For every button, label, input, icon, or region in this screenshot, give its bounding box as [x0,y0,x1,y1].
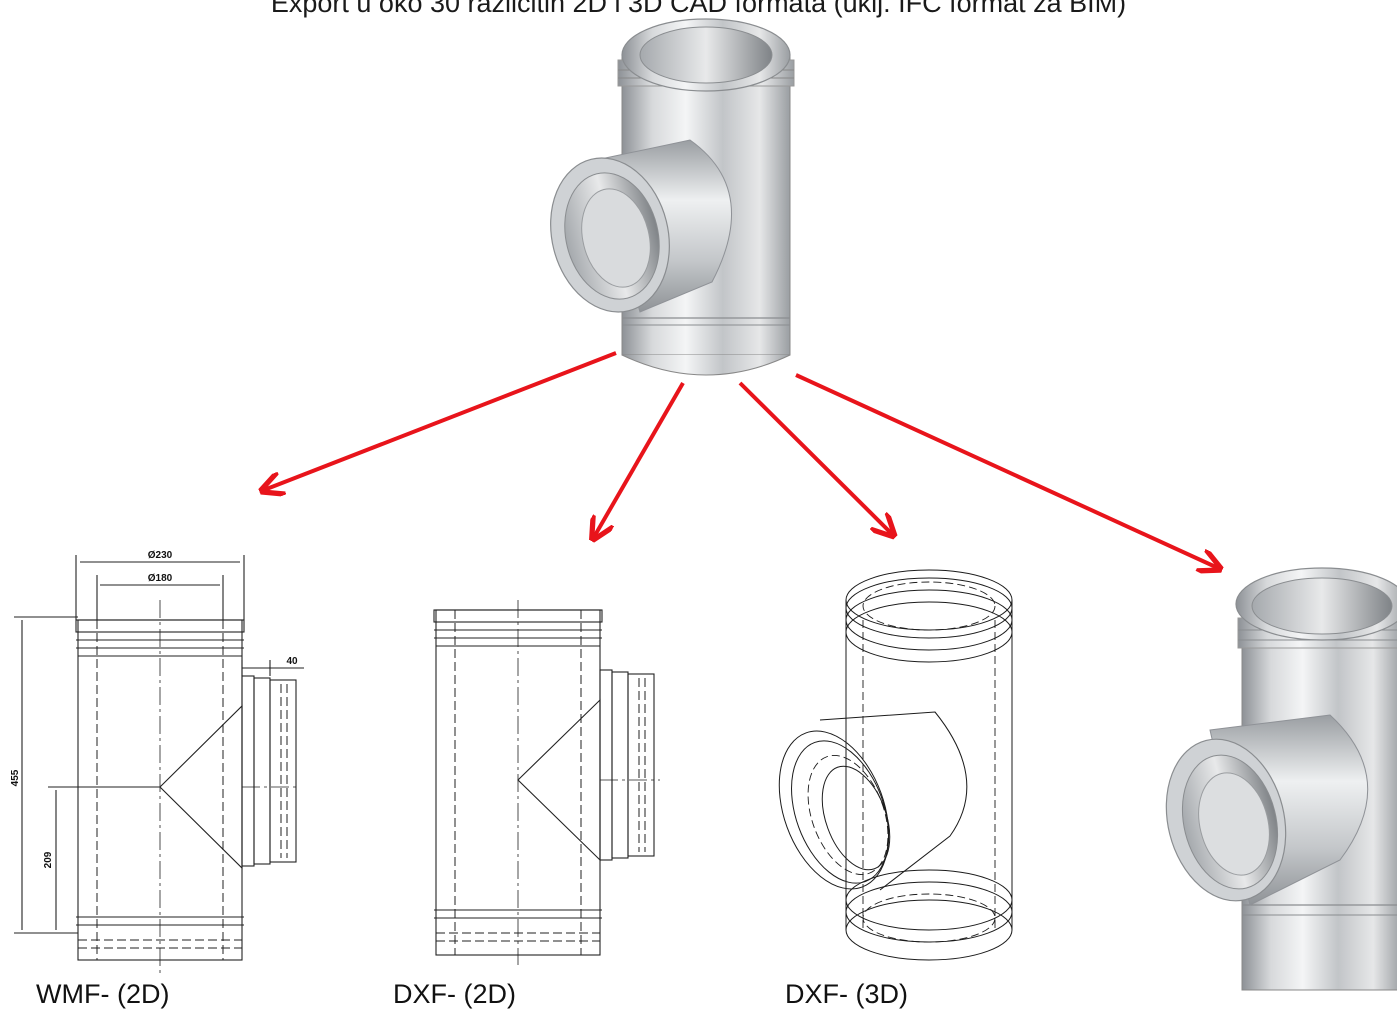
arrow-to-3d-render [795,373,1218,568]
wmf-2d-drawing: Ø230 Ø180 40 455 209 [10,550,304,975]
arrow-to-dxf-3d [738,381,892,534]
export-arrows [264,351,1218,568]
caption-wmf-2d: WMF- (2D) [36,979,170,1009]
dim-branch-offset: 40 [286,656,298,667]
rendered-tee-right [1165,567,1397,991]
arrow-to-wmf-2d [264,351,617,490]
dim-branch-height: 209 [43,851,54,868]
rendered-tee-top [550,18,795,376]
page-title: Export u oko 30 različitih 2D i 3D CAD f… [270,0,1127,18]
dxf-2d-drawing [433,600,660,965]
dxf-3d-wireframe [778,569,1013,961]
caption-dxf-2d: DXF- (2D) [393,979,516,1009]
dim-inner-diameter: Ø180 [148,573,173,584]
dim-total-height: 455 [10,769,21,786]
dim-outer-diameter: Ø230 [148,550,173,561]
caption-dxf-3d: DXF- (3D) [785,979,908,1009]
arrow-to-dxf-2d [594,381,685,537]
